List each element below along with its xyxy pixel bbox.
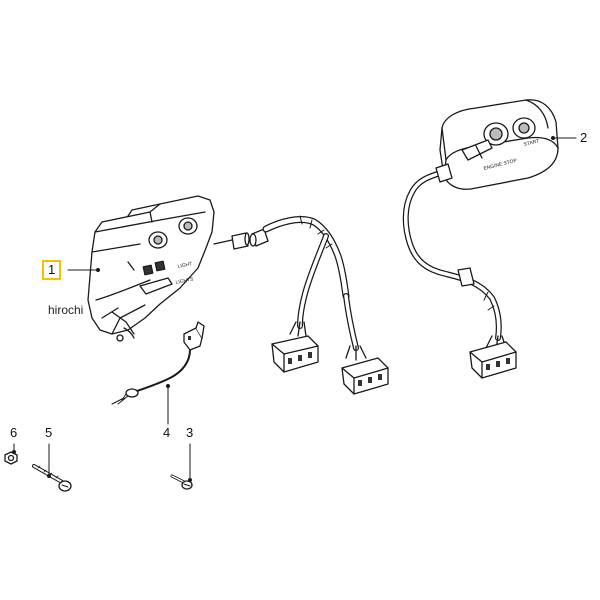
light-label: LIGHT	[177, 261, 193, 270]
leader-lines	[12, 136, 577, 482]
callout-4: 4	[163, 425, 171, 440]
callout-1: 1	[42, 260, 62, 280]
left-switch-housing: LIGHT LIGHTS	[87, 195, 215, 342]
long-screw	[32, 464, 72, 492]
small-cable	[111, 321, 205, 405]
nut	[4, 451, 18, 465]
watermark-text: hirochi	[48, 303, 84, 317]
left-wiring-harness	[249, 215, 389, 395]
callout-2: 2	[580, 130, 588, 145]
start-label: START	[523, 138, 540, 148]
callout-3: 3	[186, 425, 194, 440]
lights-label: LIGHTS	[175, 276, 195, 286]
short-screw	[170, 474, 193, 490]
right-wiring-harness	[402, 163, 517, 379]
callout-6: 6	[10, 425, 18, 440]
callout-5: 5	[45, 425, 53, 440]
right-switch-housing: ENGINE STOP START	[439, 99, 559, 190]
left-cable-stub	[213, 232, 250, 250]
